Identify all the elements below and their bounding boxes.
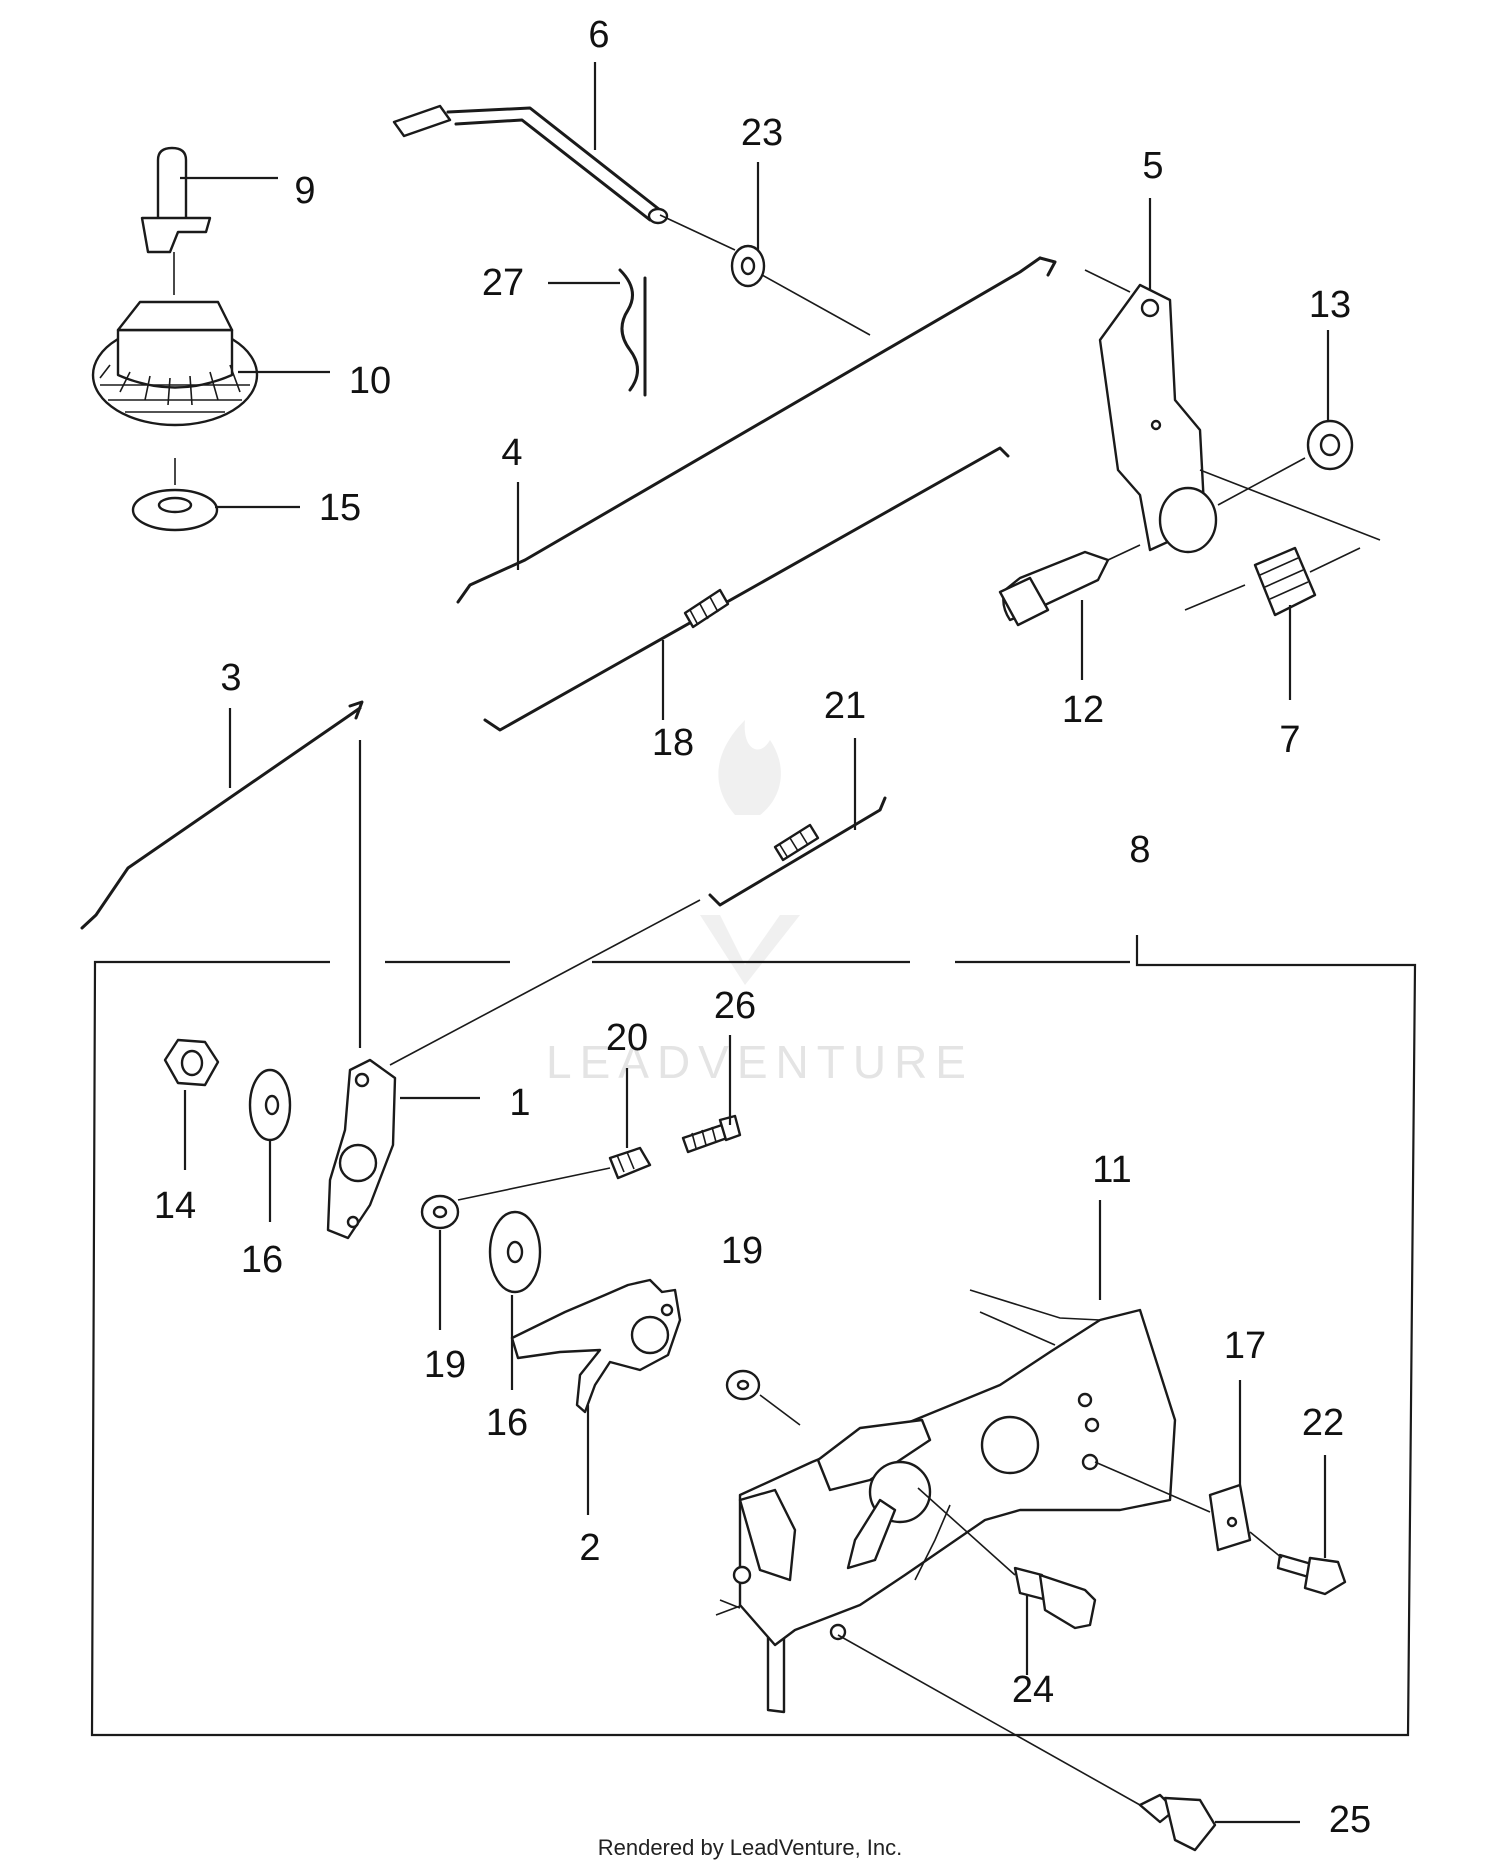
- part-11-control-bracket: [715, 1289, 1177, 1714]
- callout-27: 27: [482, 262, 524, 304]
- callout-24: 24: [1012, 1669, 1054, 1711]
- part-7-spring: [1184, 546, 1361, 617]
- part-9-shaft: [140, 146, 212, 295]
- part-6-lever-shaft: [392, 104, 736, 251]
- part-15-washer: [131, 458, 219, 532]
- part-16b-washer: [488, 1210, 542, 1294]
- part-17-clip: [1094, 1461, 1252, 1552]
- part-23-bushing: [730, 244, 871, 336]
- callout-10: 10: [349, 360, 391, 402]
- callout-18: 18: [652, 722, 694, 764]
- part-2-lever: [510, 1278, 682, 1414]
- part-16a-washer: [248, 1068, 292, 1142]
- part-27-clip: [618, 268, 647, 397]
- callout-7: 7: [1279, 719, 1300, 761]
- part-10-governor-gear: [91, 300, 259, 427]
- footer-credit: Rendered by LeadVenture, Inc.: [597, 1835, 903, 1860]
- part-3-rod: [80, 700, 364, 1048]
- callout-11: 11: [1092, 1149, 1131, 1191]
- part-19a-washer: [420, 1194, 460, 1230]
- part-12-pivot-bolt: [998, 544, 1141, 627]
- callout-2: 2: [579, 1527, 600, 1569]
- part-13-nut: [1217, 419, 1354, 506]
- callout-6: 6: [588, 14, 609, 56]
- callout-13: 13: [1309, 284, 1351, 326]
- part-18-spring-rod: [483, 446, 1010, 732]
- callout-1: 1: [509, 1082, 530, 1124]
- callout-labels: 6 23 5 9 27 10 13 15 4 18 12 7 3 21 8 14…: [154, 14, 1371, 1841]
- callout-22: 22: [1302, 1402, 1344, 1444]
- callout-19a: 19: [424, 1344, 466, 1386]
- callout-5: 5: [1142, 145, 1163, 187]
- part-5-throttle-lever: [1084, 269, 1381, 554]
- part-22-screw: [1249, 1531, 1347, 1596]
- callout-17: 17: [1224, 1325, 1266, 1367]
- callout-21: 21: [824, 685, 866, 727]
- part-26-screw: [681, 1114, 742, 1154]
- callout-23: 23: [741, 112, 783, 154]
- callout-16a: 16: [241, 1239, 283, 1281]
- callout-20: 20: [606, 1017, 648, 1059]
- callout-25: 25: [1329, 1799, 1371, 1841]
- part-20-screw: [457, 1146, 652, 1201]
- callout-19b: 19: [721, 1230, 763, 1272]
- callout-8: 8: [1129, 829, 1150, 871]
- callout-16b: 16: [486, 1402, 528, 1444]
- callout-9: 9: [294, 170, 315, 212]
- part-21-spring: [389, 796, 887, 1066]
- callout-14: 14: [154, 1185, 196, 1227]
- assembly-frame: [90, 935, 1417, 1737]
- part-1-lever: [326, 1058, 397, 1240]
- leader-lines: [180, 62, 1330, 1824]
- watermark-logo: [700, 720, 800, 985]
- part-4-rod: [456, 256, 1057, 604]
- part-25-bolt: [837, 1634, 1217, 1852]
- part-19b-washer: [725, 1369, 801, 1426]
- callout-3: 3: [220, 657, 241, 699]
- watermark-text: LEADVENTURE: [546, 1036, 974, 1088]
- part-24-bolt: [917, 1487, 1097, 1630]
- part-14-nut: [163, 1038, 220, 1087]
- callout-15: 15: [319, 487, 361, 529]
- callout-4: 4: [501, 432, 522, 474]
- callout-26: 26: [714, 985, 756, 1027]
- callout-12: 12: [1062, 689, 1104, 731]
